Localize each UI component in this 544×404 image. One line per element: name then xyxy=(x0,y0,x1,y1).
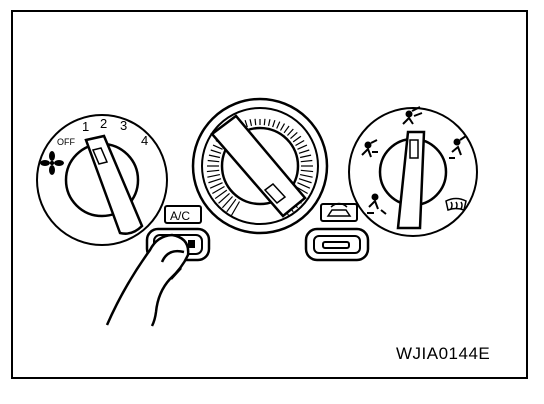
temperature-tick xyxy=(207,159,220,163)
temperature-tick xyxy=(297,144,308,150)
ac-indicator-light xyxy=(188,240,195,248)
temperature-tick xyxy=(263,118,266,126)
temperature-tick xyxy=(295,139,305,147)
temperature-tick xyxy=(276,121,281,129)
temperature-tick xyxy=(298,178,312,184)
fan-speed-4: 4 xyxy=(141,133,148,148)
fan-icon xyxy=(40,151,64,175)
face-vent-icon xyxy=(402,106,423,125)
temperature-tick xyxy=(209,182,223,189)
bi-level-vent-icon xyxy=(361,139,378,158)
temperature-tick xyxy=(279,123,286,131)
figure-code: WJIA0144E xyxy=(396,344,491,363)
temperature-tick xyxy=(272,119,276,128)
temperature-tick xyxy=(249,119,253,127)
temperature-dial[interactable] xyxy=(191,97,329,235)
temperature-tick xyxy=(244,119,248,128)
temperature-tick xyxy=(286,128,294,136)
temperature-tick xyxy=(214,189,228,200)
temperature-tick xyxy=(207,173,221,178)
temperature-tick xyxy=(208,178,222,184)
recirc-label-plate xyxy=(320,203,358,222)
foot-vent-icon xyxy=(449,135,467,159)
fan-speed-dial[interactable] xyxy=(36,114,168,246)
temperature-tick xyxy=(210,149,222,154)
finger-pressing-ac-button xyxy=(105,233,190,327)
temperature-tick xyxy=(300,169,314,173)
temperature-tick xyxy=(290,131,298,140)
temperature-tick xyxy=(299,173,313,178)
air-mode-dial[interactable] xyxy=(348,107,478,237)
temperature-tick xyxy=(299,154,312,159)
temperature-tick xyxy=(267,119,271,127)
temperature-tick xyxy=(283,125,290,134)
temperature-tick xyxy=(221,196,234,209)
windshield-defrost-icon xyxy=(445,197,467,212)
temperature-tick xyxy=(206,169,220,173)
temperature-tick xyxy=(298,149,310,154)
temperature-tick xyxy=(212,144,223,150)
temperature-tick xyxy=(230,201,241,216)
temperature-tick xyxy=(300,159,313,163)
ac-label: A/C xyxy=(170,209,190,223)
temperature-tick xyxy=(297,182,311,189)
recirculation-car-icon xyxy=(326,202,352,217)
temperature-tick xyxy=(212,185,225,195)
foot-defrost-icon xyxy=(367,193,387,215)
recirculation-button[interactable] xyxy=(304,227,370,262)
temperature-tick xyxy=(218,192,230,204)
fan-off-label: OFF xyxy=(57,137,75,147)
temperature-tick xyxy=(292,135,302,143)
ac-label-plate xyxy=(164,205,202,224)
temperature-tick xyxy=(208,154,221,159)
temperature-tick xyxy=(226,198,237,213)
temperature-tick xyxy=(254,118,257,126)
fan-speed-3: 3 xyxy=(120,118,127,133)
fan-speed-2: 2 xyxy=(100,116,107,131)
fan-speed-1: 1 xyxy=(82,119,89,134)
